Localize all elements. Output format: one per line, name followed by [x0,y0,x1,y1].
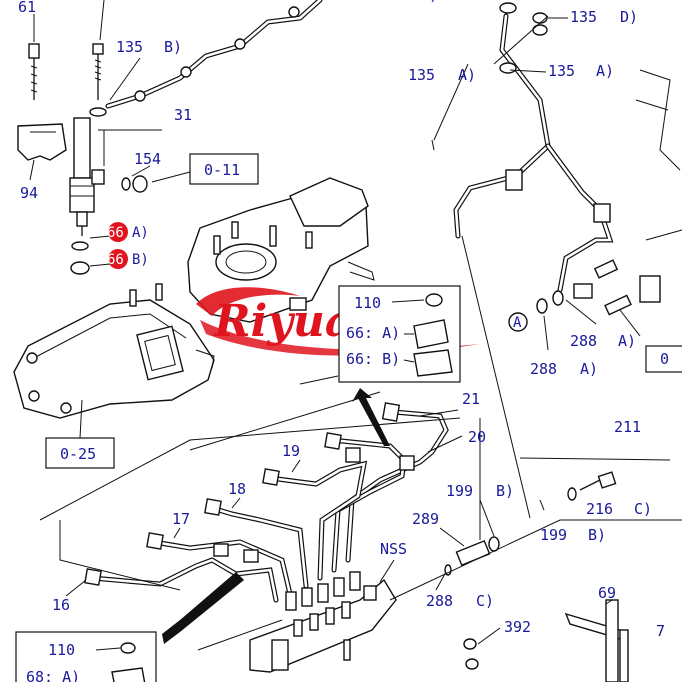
label-17: 17 [172,510,190,528]
label-288-c: 288 [426,592,453,610]
fuel-injection-pipe-upper [105,0,323,109]
highlight-dot-66b [108,249,128,269]
label-110-upper: 110 [354,294,381,312]
label-135-r1-suffix: D) [620,8,638,26]
label-199-upper-suffix: B) [496,482,514,500]
nozzle-holder-clamp [17,123,67,161]
label-31: 31 [174,106,192,124]
marker-a-text: A [513,315,522,331]
label-18: 18 [228,480,246,498]
right-frame-outline [635,69,682,373]
label-69: 69 [598,584,616,602]
label-7: 7 [656,622,665,640]
label-199-lower: 199 [540,526,567,544]
label-19: 19 [282,442,300,460]
arrow-to-upper-box [352,388,390,446]
ref-label-0-25: 0-25 [60,445,96,463]
label-135-r3-suffix: A) [596,62,614,80]
circle-marker-a [508,312,528,332]
label-61: 61 [18,0,36,16]
label-135-top-suffix: B) [420,0,438,4]
relief-valve-289 [444,536,500,576]
label-66-dot-a: 66 [107,225,124,241]
label-94: 94 [20,184,38,202]
bracket-69 [564,599,629,682]
label-288-lower: 288 [530,360,557,378]
label-20: 20 [468,428,486,446]
arrow-to-lower-box [162,572,244,644]
label-135-r1: 135 [570,8,597,26]
label-66-b-box: 66: B) [346,350,400,368]
label-66-b: B) [132,252,149,268]
washers-66 [70,222,128,275]
label-16: 16 [52,596,70,614]
ref-box-0-11 [189,153,259,185]
section-outlines [39,235,682,651]
label-ref-right: 0 [660,350,669,368]
label-154: 154 [134,150,161,168]
leader-lines-right [431,15,641,351]
bolt-392 [463,638,479,670]
label-66-a-box: 66: A) [346,324,400,342]
label-66-a: A) [132,225,149,241]
label-288-upper-suffix: A) [618,332,636,350]
label-216: 216 [586,500,613,518]
label-68-a-lower: 68: A) [26,668,80,682]
bolt-216 [567,471,617,501]
label-135-r2: 135 [408,66,435,84]
label-288-c-suffix: C) [476,592,494,610]
label-135-r2-suffix: A) [458,66,476,84]
label-199-upper: 199 [446,482,473,500]
label-289: 289 [412,510,439,528]
label-135-top: 135 [366,0,393,4]
intake-manifold [13,283,215,419]
label-135-r3: 135 [548,62,575,80]
label-135-suffix: B) [164,38,182,56]
injection-pump [249,571,397,673]
label-nss: NSS [380,540,407,558]
fuel-return-line [453,2,661,316]
label-66-dot-b: 66 [107,252,124,268]
label-199-lower-suffix: B) [588,526,606,544]
leader-lines-lower [65,409,613,651]
label-135: 135 [116,38,143,56]
injector-nozzle [69,117,105,236]
highlight-dot-66a [108,222,128,242]
label-110-lower: 110 [48,641,75,659]
callout-box-lower [15,631,157,682]
ref-label-0-11: 0-11 [204,161,240,179]
label-288-lower-suffix: A) [580,360,598,378]
injection-pipes [84,402,449,603]
leak-off-fitting-154 [121,175,148,193]
callout-box-upper [338,285,461,383]
ref-box-0-25 [45,399,115,469]
label-211: 211 [614,418,641,436]
holder-stud-61 [28,43,40,100]
banjo-bolt [89,43,107,117]
label-392: 392 [504,618,531,636]
label-21: 21 [462,390,480,408]
label-288-upper: 288 [570,332,597,350]
leader-lines-upper-left [29,0,191,267]
label-216-suffix: C) [634,500,652,518]
